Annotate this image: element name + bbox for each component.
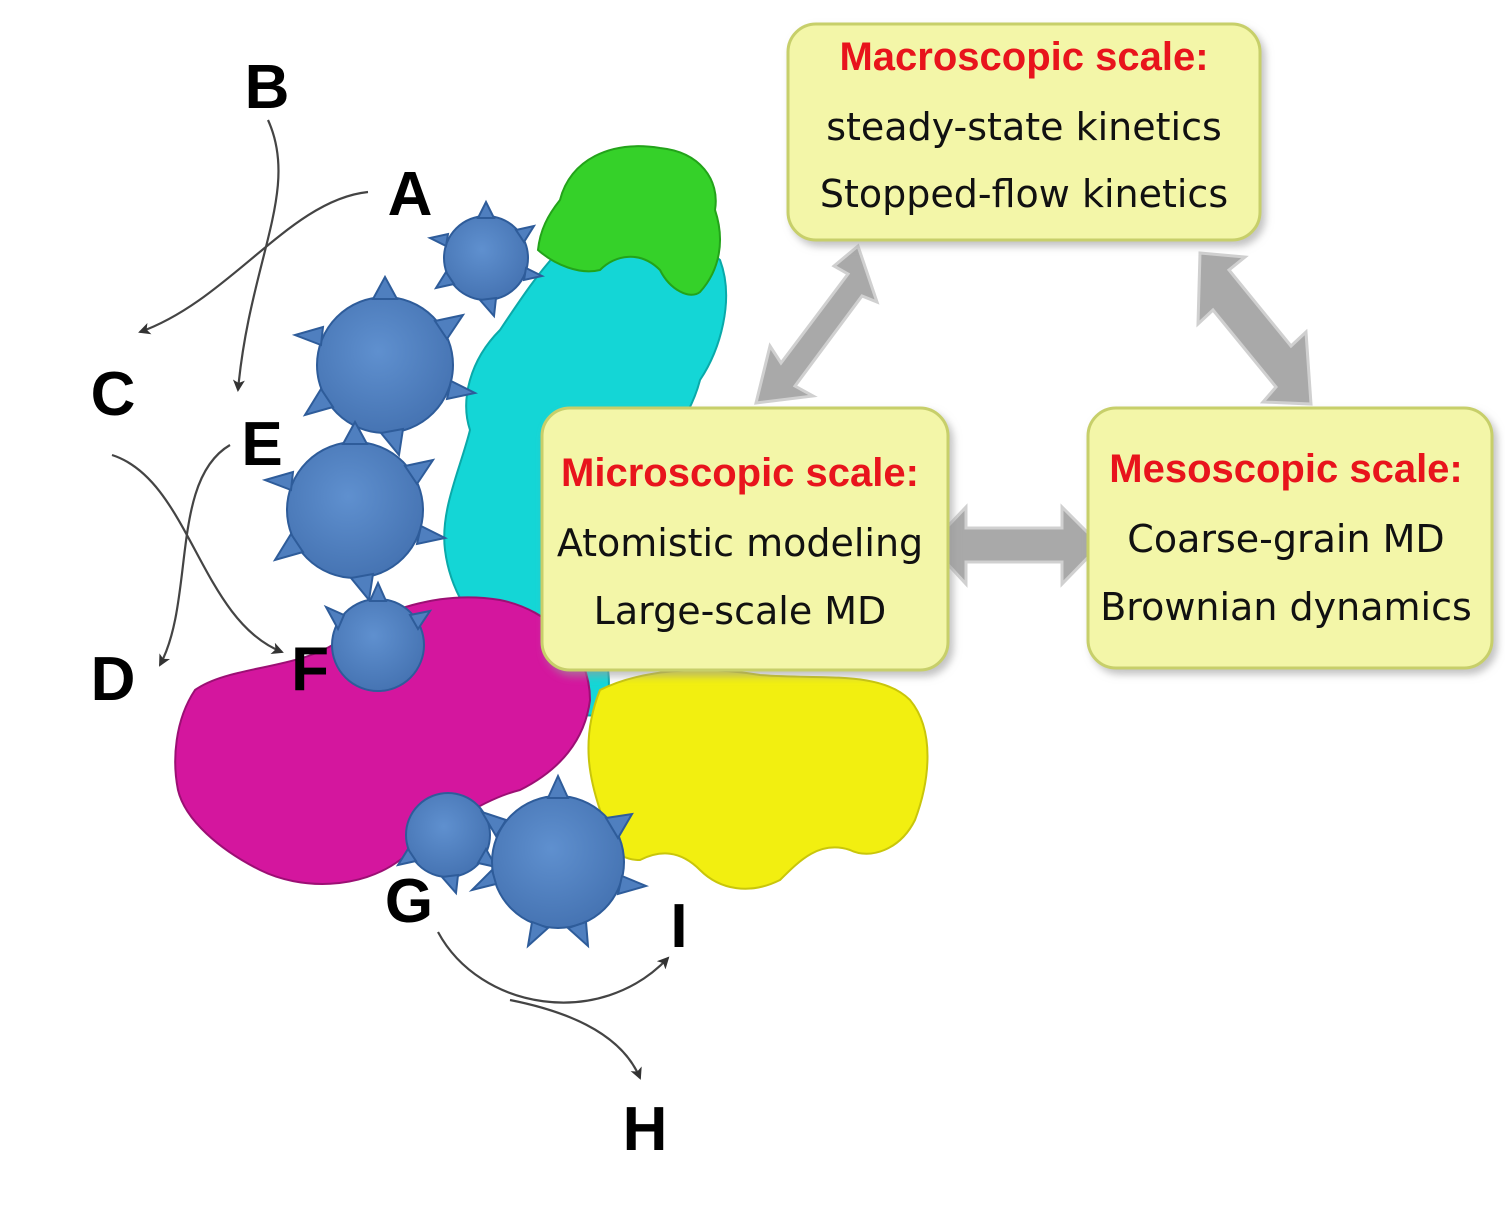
- macro-box: Macroscopic scale: steady-state kinetics…: [786, 22, 1262, 242]
- micro-title: Microscopic scale:: [561, 451, 919, 495]
- macro-line-2: Stopped-flow kinetics: [820, 172, 1228, 216]
- double-arrow-icon: [1196, 251, 1313, 406]
- arrow-e-to-d: [159, 444, 231, 667]
- protein-green: [536, 145, 721, 296]
- gear-icon: [291, 274, 478, 458]
- reaction-labels: A B C D E F G H I: [91, 53, 688, 1164]
- label-a: A: [388, 160, 433, 229]
- gear-icon: [427, 199, 545, 319]
- gear-icon: [261, 419, 448, 603]
- label-c: C: [91, 360, 136, 429]
- macro-title: Macroscopic scale:: [839, 35, 1208, 79]
- gear-icon: [323, 580, 433, 692]
- meso-line-2: Brownian dynamics: [1100, 585, 1472, 629]
- macro-line-1: steady-state kinetics: [826, 105, 1222, 149]
- meso-title: Mesoscopic scale:: [1109, 447, 1463, 491]
- micro-line-2: Large-scale MD: [594, 589, 887, 633]
- micro-box: Microscopic scale: Atomistic modeling La…: [540, 406, 950, 672]
- arrow-b-to-e: [232, 119, 280, 392]
- label-i: I: [670, 892, 687, 961]
- meso-line-1: Coarse-grain MD: [1127, 517, 1444, 561]
- gear-icons: [261, 199, 650, 949]
- label-g: G: [385, 867, 433, 936]
- label-b: B: [245, 53, 290, 122]
- label-d: D: [91, 645, 136, 714]
- reaction-arrows: [111, 119, 670, 1080]
- micro-line-1: Atomistic modeling: [557, 521, 923, 565]
- protein-yellow: [587, 669, 929, 890]
- gear-icon: [395, 792, 498, 896]
- meso-box: Mesoscopic scale: Coarse-grain MD Browni…: [1086, 406, 1494, 670]
- label-h: H: [623, 1095, 668, 1164]
- arrow-g-to-i: [437, 931, 670, 1004]
- double-arrow-icon: [754, 243, 880, 405]
- label-f: F: [291, 635, 329, 704]
- gear-icon: [468, 773, 650, 949]
- arrow-a-to-c: [138, 190, 369, 335]
- double-arrow-icon: [927, 503, 1103, 588]
- label-e: E: [241, 410, 282, 479]
- arrow-to-h: [509, 998, 642, 1080]
- arrow-c-to-f: [111, 453, 284, 654]
